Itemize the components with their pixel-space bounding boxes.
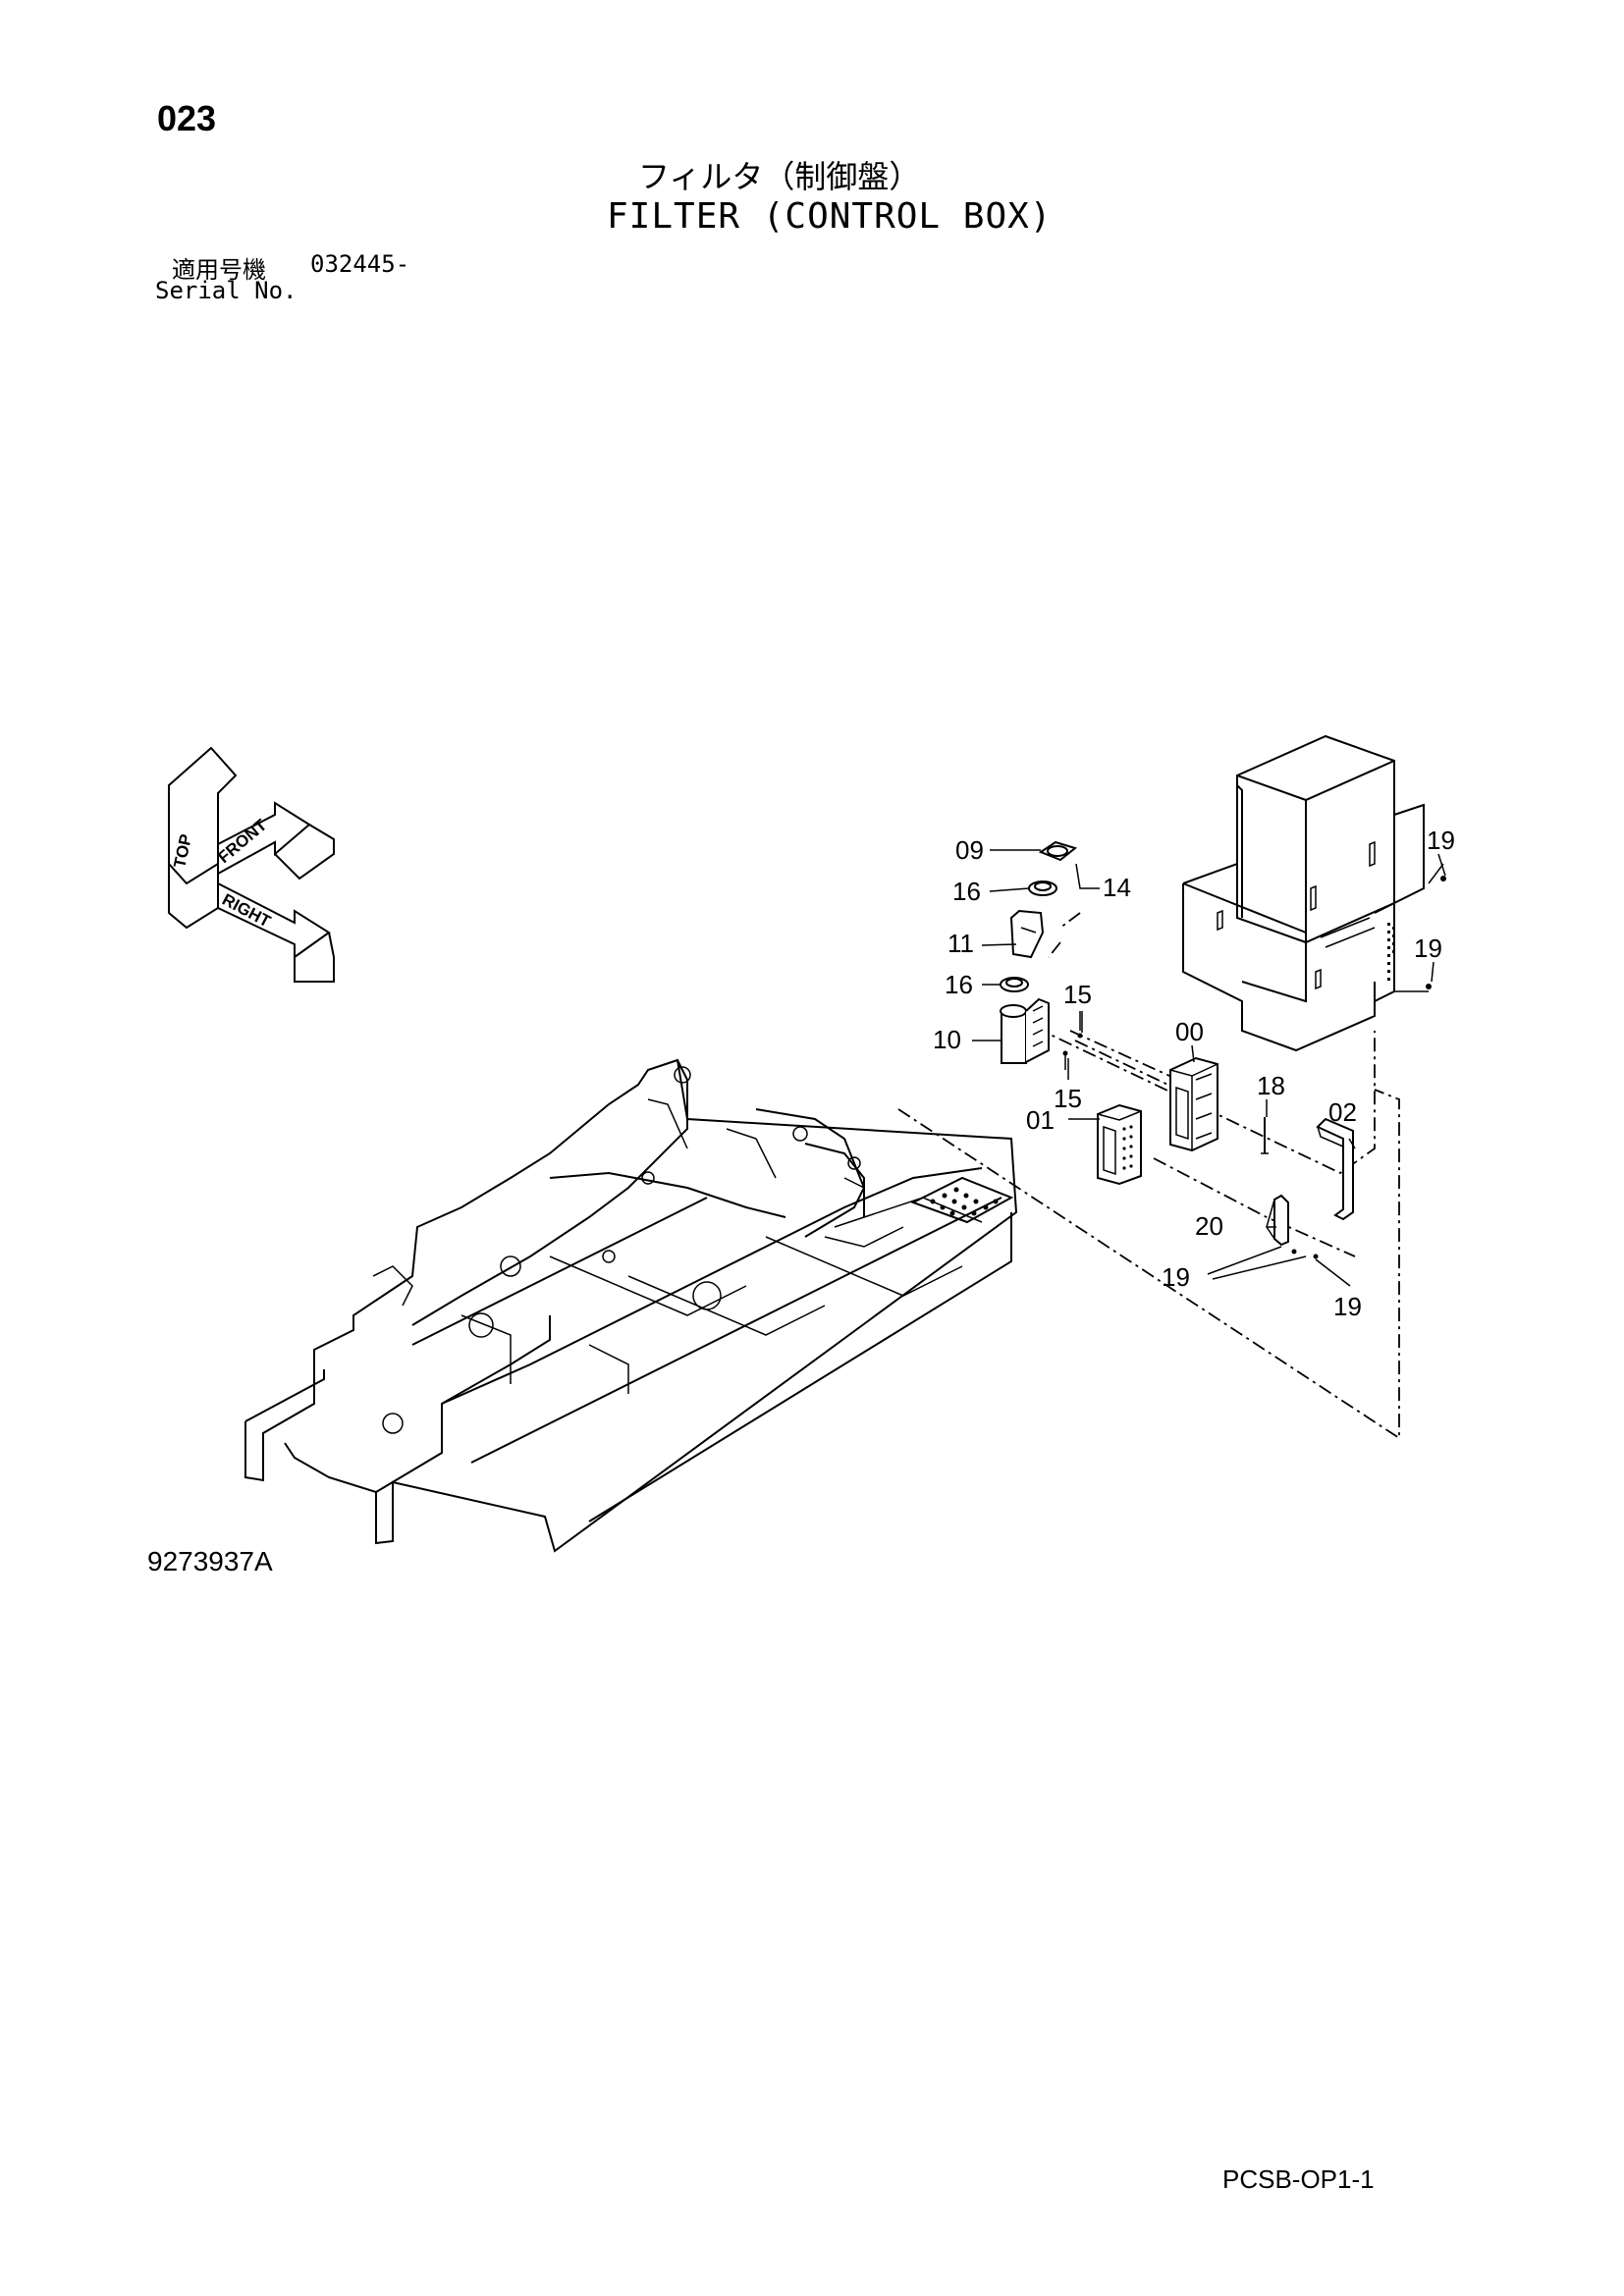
callout-label: 18 bbox=[1257, 1071, 1285, 1100]
callout-label: 19 bbox=[1162, 1262, 1190, 1292]
page-title: FILTER (CONTROL BOX) bbox=[607, 196, 1053, 237]
callout-label: 19 bbox=[1427, 826, 1455, 855]
callout-label: 16 bbox=[945, 970, 973, 999]
page-title-japanese: フィルタ（制御盤） bbox=[638, 158, 921, 195]
mounting-line bbox=[1059, 912, 1081, 929]
callout-label: 11 bbox=[947, 929, 974, 958]
part-10-tube bbox=[1000, 997, 1050, 1064]
part-16-clamp bbox=[1000, 977, 1029, 992]
callout-label: 02 bbox=[1328, 1097, 1357, 1127]
mounting-line bbox=[1048, 941, 1061, 958]
orientation-indicator: TOP FRONT RIGHT bbox=[168, 746, 335, 983]
orientation-right-label: RIGHT bbox=[219, 890, 274, 932]
serial-value: 032445- bbox=[310, 250, 410, 278]
serial-label: Serial No. bbox=[155, 277, 298, 304]
part-20-bracket bbox=[1266, 1194, 1289, 1247]
page-code: PCSB-OP1-1 bbox=[1222, 2164, 1375, 2194]
callout-label: 15 bbox=[1054, 1084, 1082, 1113]
callout-label: 15 bbox=[1063, 980, 1092, 1009]
callout-label: 20 bbox=[1195, 1211, 1223, 1241]
callout-label: 10 bbox=[933, 1025, 961, 1054]
mounting-line bbox=[1069, 1030, 1179, 1081]
callout-label: 09 bbox=[955, 835, 984, 865]
upperstructure-frame bbox=[244, 1058, 1018, 1553]
callout-label: 00 bbox=[1175, 1017, 1204, 1046]
part-01-filter-element bbox=[1097, 1103, 1142, 1186]
serial-label-japanese: 適用号機 bbox=[172, 256, 266, 284]
part-09-cap bbox=[1038, 840, 1078, 862]
control-box bbox=[1182, 734, 1446, 1052]
callout-label: 16 bbox=[952, 877, 981, 906]
part-02-bracket bbox=[1316, 1117, 1354, 1221]
part-11-elbow bbox=[1009, 909, 1045, 959]
mounting-line bbox=[1153, 1157, 1356, 1257]
drawing-number: 9273937A bbox=[147, 1546, 273, 1576]
callout-label: 19 bbox=[1414, 934, 1442, 963]
part-00-filter-housing bbox=[1169, 1056, 1218, 1152]
mounting-line bbox=[1074, 1040, 1179, 1091]
callout-label: 19 bbox=[1333, 1292, 1362, 1321]
part-15-screw bbox=[1062, 1011, 1083, 1070]
callout-label: 14 bbox=[1103, 873, 1131, 902]
page-number: 023 bbox=[157, 98, 217, 138]
mounting-line bbox=[897, 1089, 1400, 1440]
callout-leaders bbox=[972, 849, 1446, 1287]
part-18-bolt bbox=[1261, 1117, 1269, 1154]
callout-label: 01 bbox=[1026, 1105, 1055, 1135]
part-16-clamp bbox=[1028, 881, 1057, 896]
orientation-top-label: TOP bbox=[170, 832, 195, 870]
